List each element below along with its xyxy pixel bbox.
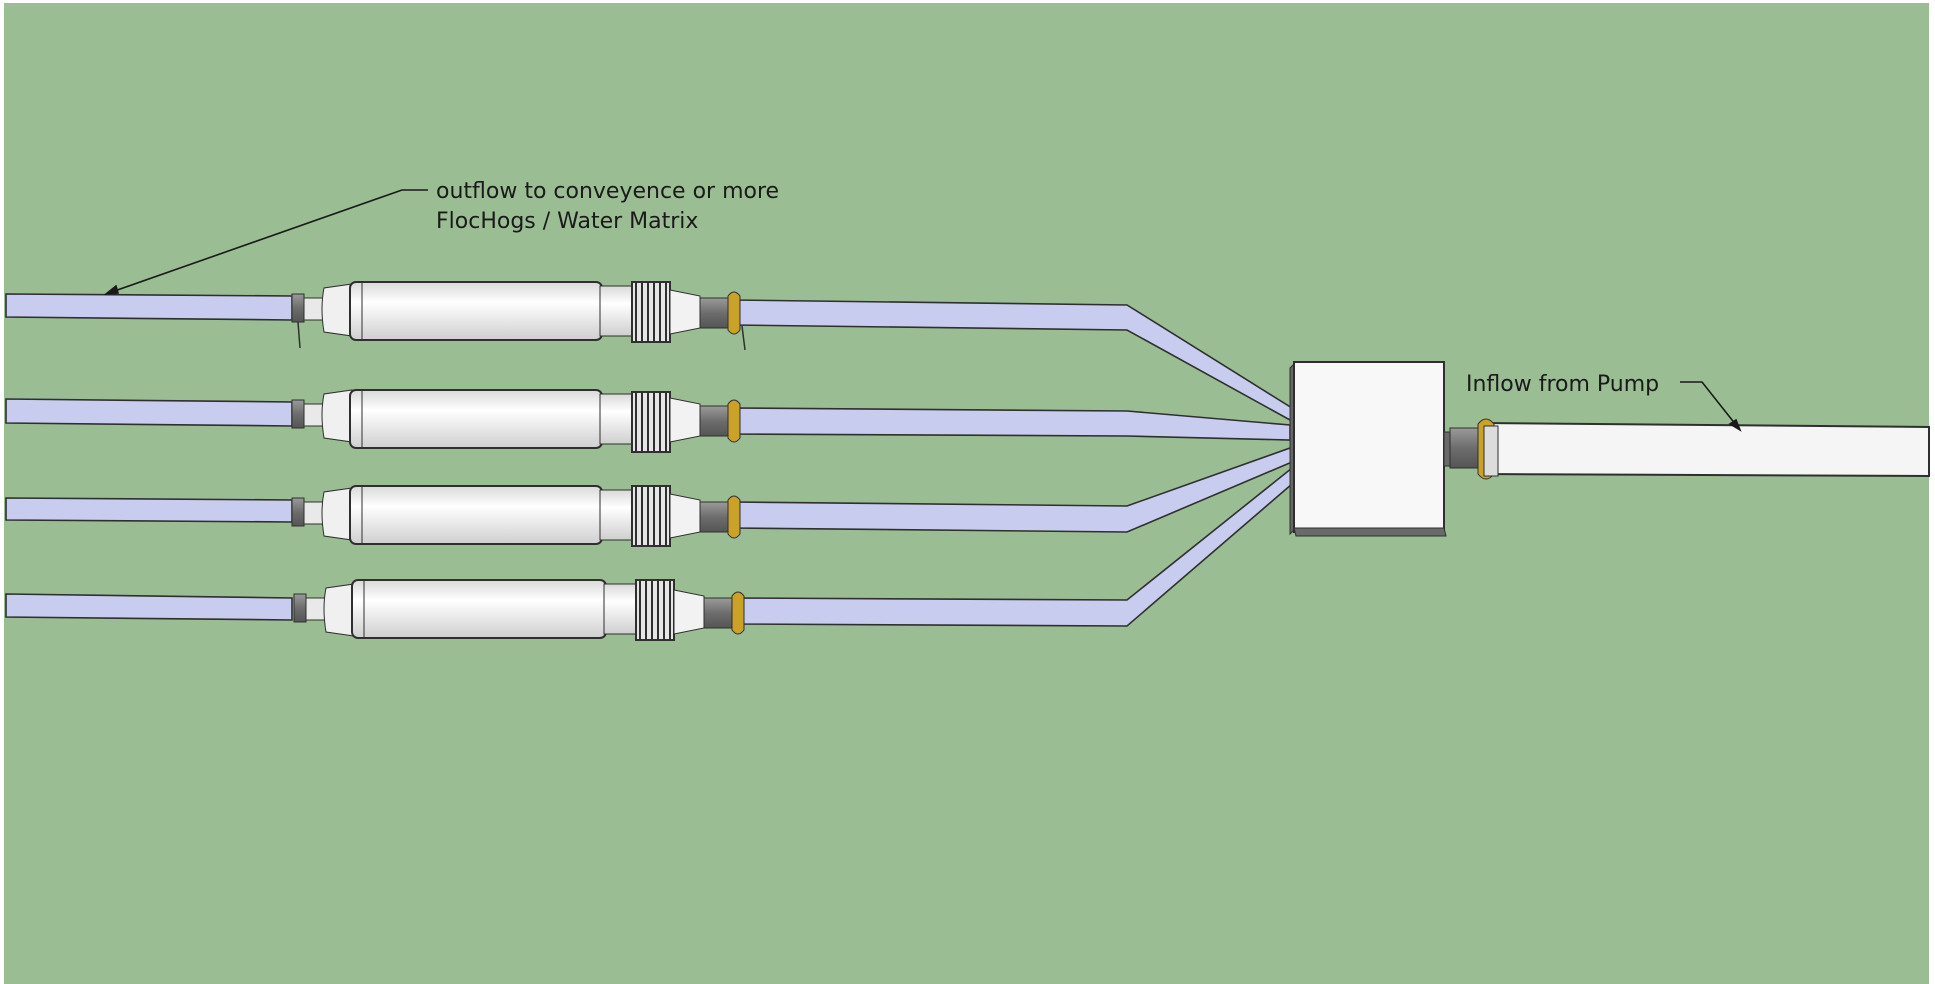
inflow-label: Inflow from Pump (1466, 372, 1660, 397)
background-panel (4, 3, 1929, 984)
inflow-hose (1479, 421, 1930, 478)
outflow-hose-4 (5, 593, 293, 621)
outflow-hose-2 (5, 398, 293, 427)
flochog-filter-4 (293, 579, 745, 641)
flochog-filter-3 (291, 485, 741, 547)
outflow-hose-1 (5, 293, 293, 321)
outflow-label-line2: FlocHogs / Water Matrix (436, 209, 699, 234)
inflow-leader-arrow (1728, 418, 1742, 432)
outflow-leader-arrow (103, 284, 120, 296)
outflow-label: outflow to conveyence or more FlocHogs /… (436, 177, 779, 237)
flochog-filter-2 (291, 389, 741, 453)
manifold-box (1289, 360, 1451, 537)
inflow-leader-line (1680, 381, 1741, 431)
flochog-filter-1 (291, 281, 741, 343)
outflow-leader-line (105, 189, 428, 295)
inflow-coupling (1449, 418, 1499, 480)
filter-tick-marks (297, 321, 746, 351)
outflow-label-line1: outflow to conveyence or more (436, 179, 780, 204)
leader-lines (103, 189, 1742, 432)
outflow-hoses (5, 293, 293, 621)
outflow-hose-3 (5, 497, 293, 523)
